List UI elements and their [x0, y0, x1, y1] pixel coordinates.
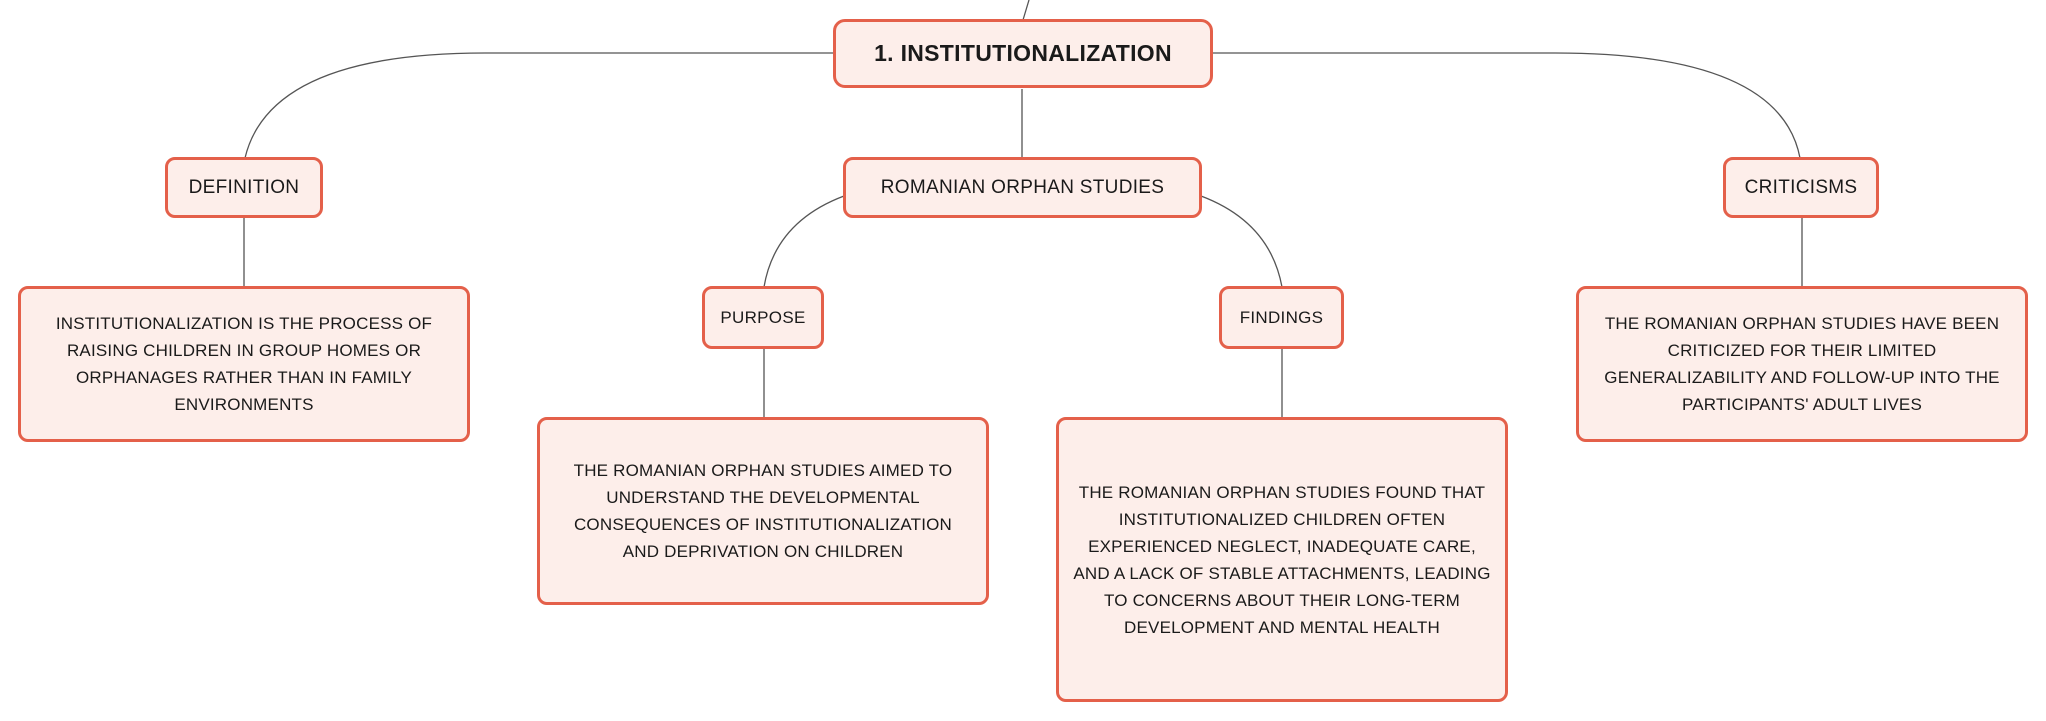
purpose-node-label: PURPOSE [720, 307, 806, 327]
definition-detail-text: INSTITUTIONALIZATION IS THE PROCESS OF R… [55, 314, 433, 414]
purpose-node[interactable]: PURPOSE [702, 286, 824, 349]
connector-parent-to-root [1022, 0, 1030, 21]
connector-root-to-definition [244, 52, 835, 159]
definition-node-label: DEFINITION [188, 176, 300, 198]
romanian-orphan-studies-node-label: ROMANIAN ORPHAN STUDIES [880, 176, 1165, 198]
criticisms-detail-text: THE ROMANIAN ORPHAN STUDIES HAVE BEEN CR… [1604, 314, 2000, 414]
criticisms-node-label: CRITICISMS [1744, 176, 1858, 198]
definition-detail-node[interactable]: INSTITUTIONALIZATION IS THE PROCESS OF R… [18, 286, 470, 442]
connector-romanian-to-purpose [763, 195, 845, 288]
root-node-label: 1. INSTITUTIONALIZATION [874, 40, 1172, 66]
purpose-detail-node[interactable]: THE ROMANIAN ORPHAN STUDIES AIMED TO UND… [537, 417, 989, 605]
findings-node[interactable]: FINDINGS [1219, 286, 1344, 349]
romanian-orphan-studies-node[interactable]: ROMANIAN ORPHAN STUDIES [843, 157, 1202, 218]
criticisms-node[interactable]: CRITICISMS [1723, 157, 1879, 218]
root-node[interactable]: 1. INSTITUTIONALIZATION [833, 19, 1213, 88]
findings-detail-node[interactable]: THE ROMANIAN ORPHAN STUDIES FOUND THAT I… [1056, 417, 1508, 702]
criticisms-detail-node[interactable]: THE ROMANIAN ORPHAN STUDIES HAVE BEEN CR… [1576, 286, 2028, 442]
purpose-detail-text: THE ROMANIAN ORPHAN STUDIES AIMED TO UND… [573, 461, 953, 561]
definition-node[interactable]: DEFINITION [165, 157, 323, 218]
connector-romanian-to-findings [1200, 195, 1283, 288]
connector-root-to-criticisms [1212, 52, 1801, 159]
findings-node-label: FINDINGS [1239, 307, 1324, 327]
findings-detail-text: THE ROMANIAN ORPHAN STUDIES FOUND THAT I… [1073, 482, 1491, 637]
